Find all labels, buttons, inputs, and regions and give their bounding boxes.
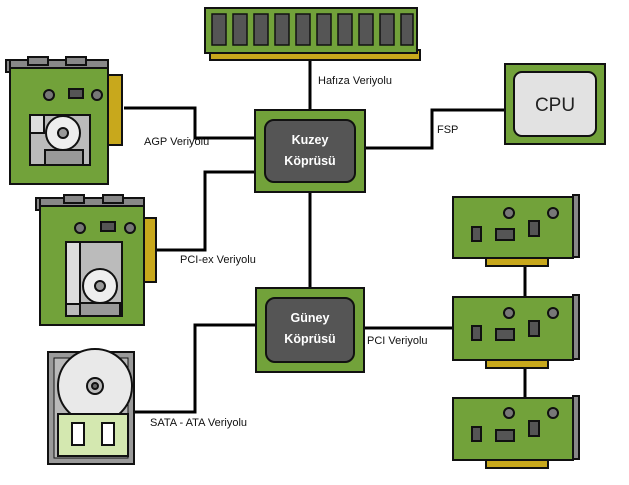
pci-bus-label: PCI Veriyolu <box>367 335 428 347</box>
pci-ex-bus-line <box>150 170 256 252</box>
pci-ex-bus-label: PCI-ex Veriyolu <box>180 254 256 266</box>
cpu: CPU <box>504 63 606 145</box>
south-bridge-label-line1: Güney <box>291 311 330 325</box>
fsp-line <box>364 108 505 150</box>
sata-ata-bus-label: SATA - ATA Veriyolu <box>150 417 247 429</box>
agp-card <box>5 56 123 185</box>
pci-card-2 <box>452 294 580 369</box>
bus-lines <box>124 58 527 414</box>
south-bridge-label-line2: Köprüsü <box>284 332 335 346</box>
north-bridge-label-line1: Kuzey <box>292 133 329 147</box>
south-bridge: Güney Köprüsü <box>255 287 365 373</box>
memory-bus-label: Hafıza Veriyolu <box>318 75 392 87</box>
pci-card-1 <box>452 194 580 267</box>
pci-card-3 <box>452 395 580 469</box>
ram-module <box>204 7 421 61</box>
pci-ex-card <box>35 194 157 326</box>
cpu-label: CPU <box>535 95 575 116</box>
hard-disk <box>47 348 135 465</box>
north-bridge: Kuzey Köprüsü <box>254 109 366 193</box>
sata-ata-bus-line <box>133 323 257 414</box>
agp-bus-line <box>124 106 256 140</box>
fsp-label: FSP <box>437 124 458 136</box>
agp-bus-label: AGP Veriyolu <box>144 136 209 148</box>
north-bridge-label-line2: Köprüsü <box>284 154 335 168</box>
